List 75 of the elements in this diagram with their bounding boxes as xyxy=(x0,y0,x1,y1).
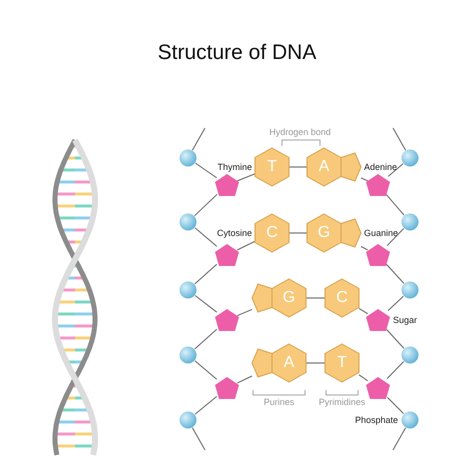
connector-line xyxy=(194,264,218,284)
sugar-pentagon xyxy=(215,309,239,331)
part-name: Phosphate xyxy=(354,414,398,426)
part-name: Cytosine xyxy=(216,227,252,239)
connector-line xyxy=(236,308,252,316)
phosphate-sphere xyxy=(179,281,197,299)
phosphate-sphere xyxy=(401,149,419,167)
connector-line xyxy=(386,328,404,349)
phosphate-sphere xyxy=(401,213,419,231)
connector-line xyxy=(288,166,308,168)
connector-line xyxy=(386,194,405,216)
part-name: Guanine xyxy=(364,227,398,239)
connector-line xyxy=(388,163,404,177)
connector-line xyxy=(236,240,256,250)
part-name: Adenine xyxy=(364,161,398,173)
purine-shape xyxy=(252,279,306,317)
phosphate-sphere xyxy=(179,411,197,429)
connector-line xyxy=(194,162,218,178)
base-letter: G xyxy=(316,223,332,243)
connector-line xyxy=(236,376,252,384)
connector-line xyxy=(192,128,206,151)
connector-line xyxy=(192,427,206,450)
connector-line xyxy=(194,194,218,216)
connector-line xyxy=(358,374,368,382)
sugar-pentagon xyxy=(366,174,390,196)
connector-line xyxy=(386,396,404,414)
base-letter: A xyxy=(318,157,330,177)
pyrimidine-hexagon xyxy=(325,279,359,317)
part-name: Thymine xyxy=(217,161,252,173)
pyrimidine-hexagon xyxy=(255,214,289,252)
base-letter: G xyxy=(282,288,296,308)
base-letter: C xyxy=(335,288,349,308)
phosphate-sphere xyxy=(179,149,197,167)
phosphate-sphere xyxy=(401,281,419,299)
annotation-label: Hydrogen bond xyxy=(269,126,331,138)
purine-shape xyxy=(252,344,306,382)
base-letter: T xyxy=(336,353,348,373)
connector-line xyxy=(386,264,404,284)
pyrimidine-hexagon xyxy=(255,148,289,186)
connector-line xyxy=(236,173,256,182)
connector-line xyxy=(386,228,404,246)
phosphate-sphere xyxy=(179,213,197,231)
base-letter: C xyxy=(265,223,279,243)
phosphate-sphere xyxy=(401,411,419,429)
base-letter: T xyxy=(266,157,278,177)
sugar-pentagon xyxy=(215,174,239,196)
connector-line xyxy=(288,232,308,234)
phosphate-sphere xyxy=(401,346,419,364)
connector-line xyxy=(392,128,406,151)
part-name: Sugar xyxy=(393,314,418,326)
connector-line xyxy=(388,296,404,312)
purine-shape xyxy=(307,148,361,186)
connector-line xyxy=(306,362,326,364)
sugar-pentagon xyxy=(215,244,239,266)
connector-line xyxy=(386,361,404,380)
connector-line xyxy=(360,246,368,250)
connector-line xyxy=(194,295,218,313)
sugar-pentagon xyxy=(366,377,390,399)
connector-line xyxy=(360,178,368,182)
connector-line xyxy=(194,328,218,350)
connector-line xyxy=(194,396,218,415)
phosphate-sphere xyxy=(179,346,197,364)
sugar-pentagon xyxy=(366,309,390,331)
annotation-label: Pyrimidines xyxy=(318,396,366,408)
connector-line xyxy=(194,360,218,380)
annotation-label: Purines xyxy=(264,396,294,408)
connector-line xyxy=(358,308,368,314)
purine-shape xyxy=(307,214,361,252)
sugar-pentagon xyxy=(215,377,239,399)
connector-line xyxy=(392,427,406,450)
title: Structure of DNA xyxy=(158,40,316,66)
connector-line xyxy=(194,227,218,247)
pyrimidine-hexagon xyxy=(325,344,359,382)
base-letter: A xyxy=(282,353,296,373)
sugar-pentagon xyxy=(366,244,390,266)
